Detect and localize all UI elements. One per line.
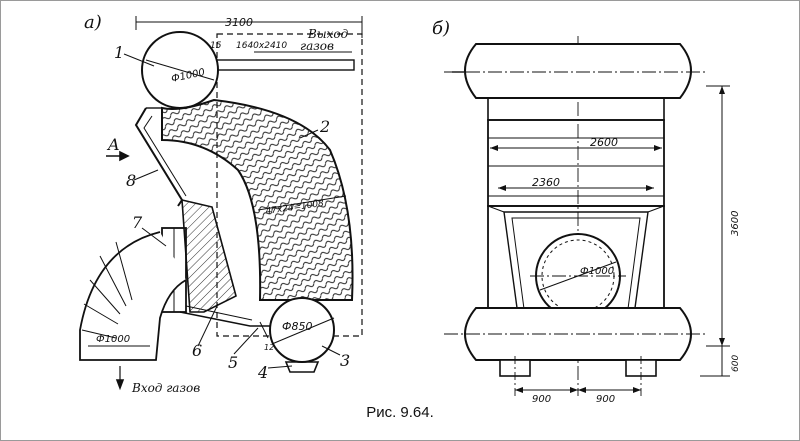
dia-bottom-drum: Ф850 [282,320,312,333]
part-7: 7 [132,213,143,232]
dim-12: 12 [264,343,274,352]
dim-2600: 2600 [590,136,618,149]
view-a-letter: а) [84,12,102,33]
view-b-letter: б) [432,18,450,39]
dim-900-right: 900 [596,394,615,405]
dim-top-duct: 1640x2410 [236,41,287,51]
inlet-elbow [79,231,187,361]
dim-2360: 2360 [532,176,560,189]
figure-caption: Рис. 9.64. [366,404,434,421]
dim-900-left: 900 [532,394,551,405]
part-8: 8 [126,171,136,190]
section-arrow-a: A [106,135,120,154]
insulation-block [181,198,237,313]
view-b [444,36,730,398]
exit-label-1: Выход [307,27,349,41]
dim-3600: 3600 [730,211,741,236]
part-4: 4 [257,363,268,382]
part-2: 2 [319,117,330,136]
casing-outline [216,33,363,337]
part-5: 5 [228,353,238,372]
dim-3100: 3100 [225,16,253,29]
exit-label-2: газов [300,39,334,53]
inlet-label: Вход газов [131,381,200,395]
dia-inlet: Ф1000 [96,334,130,345]
tube-bundle [161,98,354,301]
dia-opening: Ф1000 [580,266,614,277]
dim-600: 600 [731,355,741,372]
part-6: 6 [192,341,202,360]
top-drum-front [464,43,692,99]
dim-15: 15 [210,41,222,51]
view-a [79,16,363,391]
part-3: 3 [340,351,350,370]
part-1: 1 [114,43,124,62]
drum-leg [284,361,320,373]
casing-front [487,119,665,207]
